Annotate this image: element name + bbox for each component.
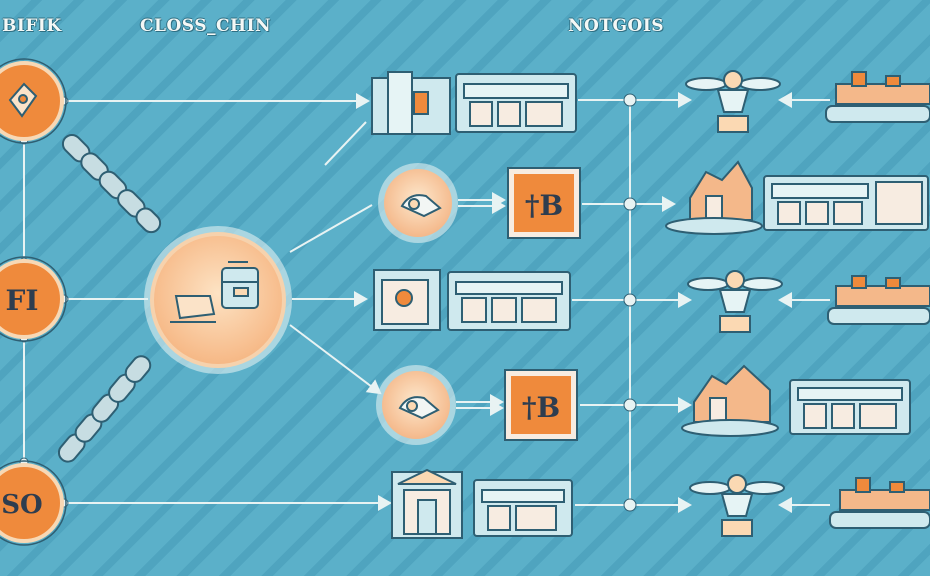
ship-icon [827,275,930,325]
bubble-node-row4 [376,365,456,445]
hub-wallet-icon [170,261,259,323]
source-mid-label: FI [6,284,39,317]
hand-coin-icon [398,396,440,420]
warehouse-icon [665,160,763,235]
bank-tile-2-label: †B [522,391,560,424]
bubble-node-row2 [378,163,458,243]
hub-to-row1 [324,121,367,166]
drone-icon [687,270,783,333]
building-icon [373,269,571,331]
header-label-center: CLOSS_CHIN [140,16,272,36]
drone-icon [689,474,785,537]
hand-coin-icon [400,194,442,218]
header-label-right: NOTGOIS [568,16,665,36]
source-node-bottom: SO [0,460,67,546]
hub-to-row4 [289,324,382,395]
bank-icon: †B [504,369,578,441]
building-icon [371,71,577,135]
building-icon [763,175,929,231]
drone-icon [685,70,781,133]
building-icon [789,379,911,435]
connectors [23,92,830,513]
bank-icon: †B [507,167,581,239]
chain-icon [57,133,162,463]
hub-to-row2 [289,204,373,253]
source-node-mid: FI [0,256,67,342]
header-label-left: BIFIK [2,16,62,36]
building-icon [391,468,573,539]
source-node-top [0,58,67,144]
ship-icon [829,477,930,529]
hub-node [144,226,292,374]
warehouse-icon [681,364,779,437]
ship-icon [825,71,930,123]
bank-tile-1-label: †B [525,189,563,222]
source-bottom-label: SO [1,490,42,520]
lock-icon [8,82,38,118]
